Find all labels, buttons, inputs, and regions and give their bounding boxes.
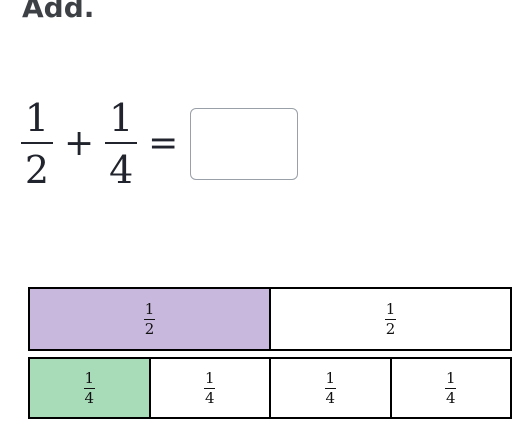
half-cell-denominator: 2 bbox=[385, 319, 396, 338]
half-cell-1: 1 2 bbox=[30, 289, 271, 349]
answer-input[interactable] bbox=[190, 108, 299, 180]
quarter-cell-denominator: 4 bbox=[84, 388, 95, 407]
fraction-bar bbox=[144, 318, 155, 320]
half-cell-2: 1 2 bbox=[271, 289, 510, 349]
quarter-cell-fraction: 1 4 bbox=[445, 368, 457, 407]
quarter-cell-denominator: 4 bbox=[325, 388, 336, 407]
half-cell-fraction: 1 2 bbox=[144, 299, 155, 338]
fraction-bar bbox=[445, 387, 457, 389]
fraction-bar bbox=[324, 387, 336, 389]
fraction-bar bbox=[385, 318, 396, 320]
quarter-cell-fraction: 1 4 bbox=[204, 368, 216, 407]
quarter-cell-1: 1 4 bbox=[30, 359, 151, 417]
half-cell-numerator: 1 bbox=[385, 299, 396, 318]
fraction-left-denominator: 2 bbox=[24, 148, 50, 192]
fraction-bar bbox=[105, 142, 138, 144]
fraction-right-denominator: 4 bbox=[109, 148, 134, 192]
fraction-bar bbox=[21, 142, 53, 144]
halves-strip: 1 2 1 2 bbox=[28, 287, 512, 351]
half-cell-denominator: 2 bbox=[144, 319, 155, 338]
quarter-cell-fraction: 1 4 bbox=[83, 368, 95, 407]
half-cell-numerator: 1 bbox=[144, 299, 155, 318]
quarter-cell-3: 1 4 bbox=[271, 359, 392, 417]
fraction-right-numerator: 1 bbox=[109, 96, 134, 140]
quarter-cell-2: 1 4 bbox=[150, 359, 271, 417]
quarter-cell-numerator: 1 bbox=[325, 368, 336, 387]
fraction-left: 1 2 bbox=[20, 98, 54, 190]
quarter-cell-numerator: 1 bbox=[445, 368, 456, 387]
plus-sign: + bbox=[64, 123, 95, 164]
fraction-left-numerator: 1 bbox=[24, 96, 50, 140]
equation: 1 2 + 1 4 = bbox=[20, 94, 299, 194]
half-cell-fraction: 1 2 bbox=[385, 299, 396, 338]
quarter-cell-denominator: 4 bbox=[204, 388, 215, 407]
equals-sign: = bbox=[148, 123, 179, 164]
quarter-cell-denominator: 4 bbox=[445, 388, 456, 407]
quarter-cell-numerator: 1 bbox=[84, 368, 95, 387]
fraction-bar bbox=[204, 387, 216, 389]
fraction-right: 1 4 bbox=[104, 98, 138, 190]
fraction-bar bbox=[83, 387, 95, 389]
quarter-cell-numerator: 1 bbox=[204, 368, 215, 387]
quarter-cell-4: 1 4 bbox=[391, 359, 510, 417]
instruction-text: Add. bbox=[22, 0, 95, 24]
quarters-strip: 1 4 1 4 1 4 1 4 bbox=[28, 357, 512, 419]
quarter-cell-fraction: 1 4 bbox=[324, 368, 336, 407]
